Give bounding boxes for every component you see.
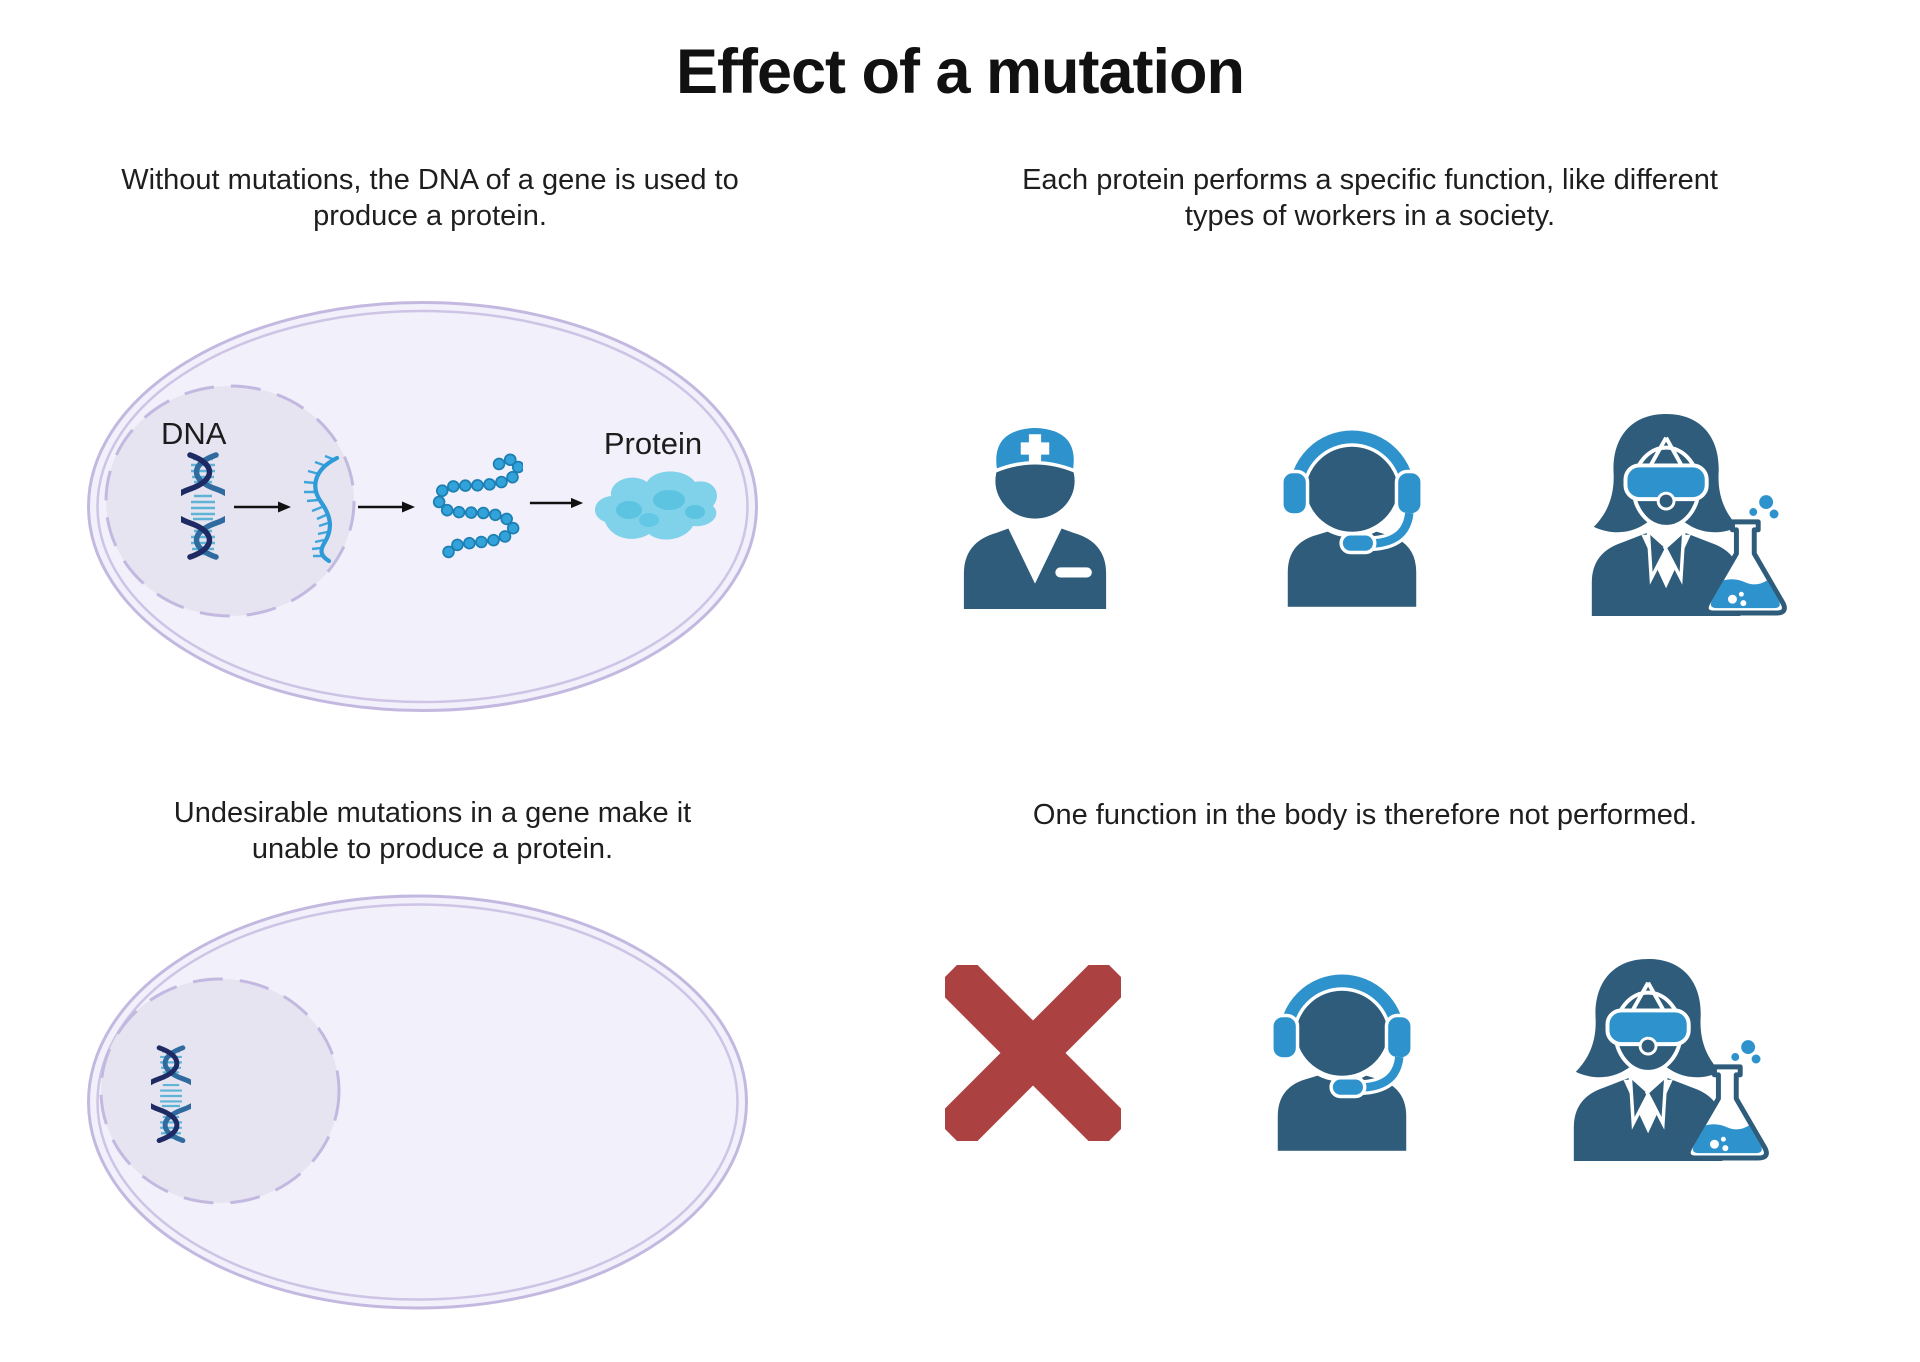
caption-line: One function in the body is therefore no… bbox=[1032, 799, 1698, 831]
caption-line: unable to produce a protein. bbox=[251, 833, 614, 865]
polypeptide-chain-icon bbox=[427, 448, 523, 566]
caption-top-right: Each protein performs a specific functio… bbox=[920, 162, 1820, 234]
scientist-icon bbox=[1544, 953, 1772, 1161]
support-agent-icon bbox=[1268, 414, 1436, 607]
caption-top-left: Without mutations, the DNA of a gene is … bbox=[20, 162, 840, 234]
protein-label: Protein bbox=[603, 426, 703, 461]
scientist-icon bbox=[1562, 408, 1790, 616]
caption-line: Without mutations, the DNA of a gene is … bbox=[121, 164, 739, 196]
support-agent-icon bbox=[1258, 958, 1426, 1151]
cross-mark-icon bbox=[945, 965, 1121, 1141]
dna-helix-icon bbox=[181, 452, 225, 564]
arrow-icon bbox=[233, 500, 293, 514]
nucleus bbox=[104, 384, 356, 618]
page-title: Effect of a mutation bbox=[675, 37, 1245, 107]
cell-mutated bbox=[85, 893, 750, 1311]
nucleus bbox=[99, 977, 341, 1205]
caption-line: produce a protein. bbox=[313, 200, 547, 232]
protein-icon bbox=[583, 460, 723, 548]
arrow-icon bbox=[357, 500, 417, 514]
caption-line: types of workers in a society. bbox=[1184, 200, 1556, 232]
caption-bottom-left: Undesirable mutations in a gene make it … bbox=[25, 795, 840, 867]
cell-membrane bbox=[87, 894, 748, 1310]
cell-normal: DNA Protein bbox=[85, 300, 760, 713]
caption-line: Undesirable mutations in a gene make it bbox=[173, 797, 692, 829]
caption-line: Each protein performs a specific functio… bbox=[1022, 164, 1718, 196]
cell-membrane bbox=[87, 301, 758, 712]
mrna-icon bbox=[297, 454, 349, 564]
dna-helix-icon bbox=[151, 1041, 191, 1151]
medical-worker-icon bbox=[952, 416, 1118, 609]
caption-bottom-right: One function in the body is therefore no… bbox=[920, 797, 1810, 833]
arrow-icon bbox=[529, 496, 585, 510]
dna-label: DNA bbox=[161, 416, 227, 451]
